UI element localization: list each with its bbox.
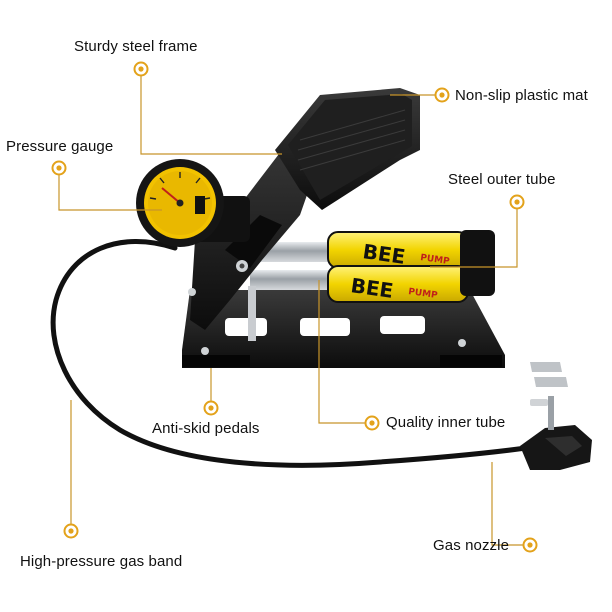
pressure-gauge [136,159,250,247]
brand-sub-top: PUMP [420,253,451,267]
marker-sturdy-frame [133,61,149,77]
leader-inner-tube [318,280,372,424]
gas-hose [50,239,543,468]
callout-markers [51,61,538,553]
brand-text-bottom: BEE [349,273,395,303]
marker-inner-tube [364,415,380,431]
marker-gas-band [63,523,79,539]
leader-outer-tube [430,202,518,268]
marker-anti-skid [203,400,219,416]
pedal-with-mat [275,88,420,210]
label-high-pressure-gas-band: High-pressure gas band [20,553,183,570]
gas-nozzle-assembly [520,362,592,470]
leader-lines [58,69,530,546]
brand-sub-bottom: PUMP [408,287,439,301]
leader-gas-nozzle [491,462,530,546]
label-pressure-gauge: Pressure gauge [6,138,114,155]
steel-tubes [248,242,350,341]
label-quality-inner-tube: Quality inner tube [386,414,506,431]
marker-plastic-mat [434,87,450,103]
yellow-cylinders: BEE PUMP BEE PUMP [327,230,495,303]
leader-sturdy-frame [140,69,282,155]
marker-gas-nozzle [522,537,538,553]
base-plate [182,290,505,368]
label-gas-nozzle: Gas nozzle [433,537,510,554]
brand-text-top: BEE [361,239,407,269]
leader-pressure-gauge [58,168,162,211]
label-steel-outer-tube: Steel outer tube [448,171,556,188]
label-sturdy-steel-frame: Sturdy steel frame [74,38,198,55]
marker-pressure-gauge [51,160,67,176]
label-anti-skid-pedals: Anti-skid pedals [152,420,260,437]
label-non-slip-plastic-mat: Non-slip plastic mat [455,87,588,104]
marker-outer-tube [509,194,525,210]
steel-frame [188,130,322,330]
